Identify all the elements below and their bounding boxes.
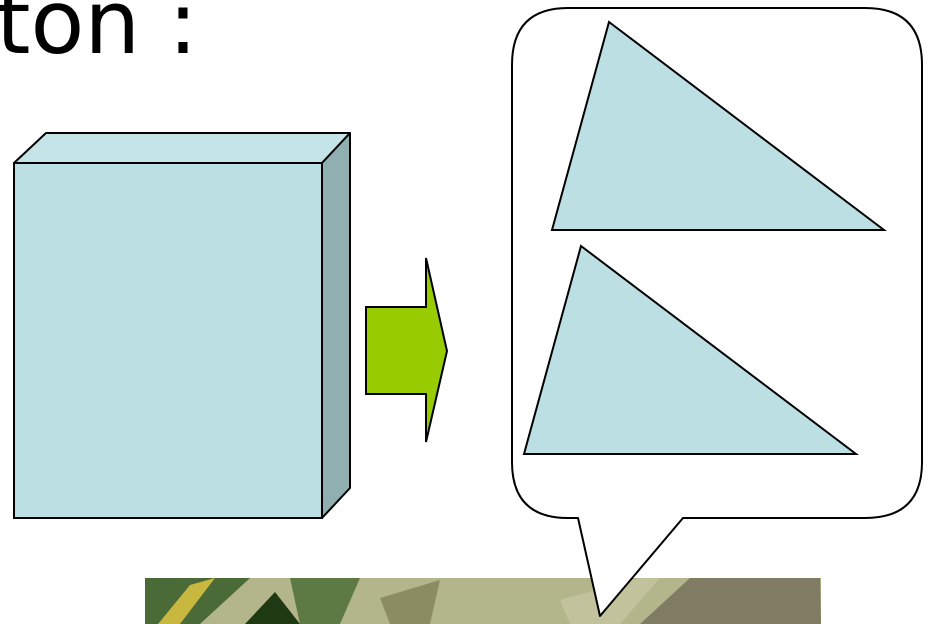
box-front-face	[14, 163, 322, 518]
right-arrow-shape	[366, 258, 447, 442]
decorative-pattern	[145, 578, 821, 624]
title-fragment: ton :	[0, 0, 198, 74]
box-side-face	[322, 133, 350, 518]
rectangular-prism-shape	[14, 133, 350, 518]
box-top-face	[14, 133, 350, 163]
